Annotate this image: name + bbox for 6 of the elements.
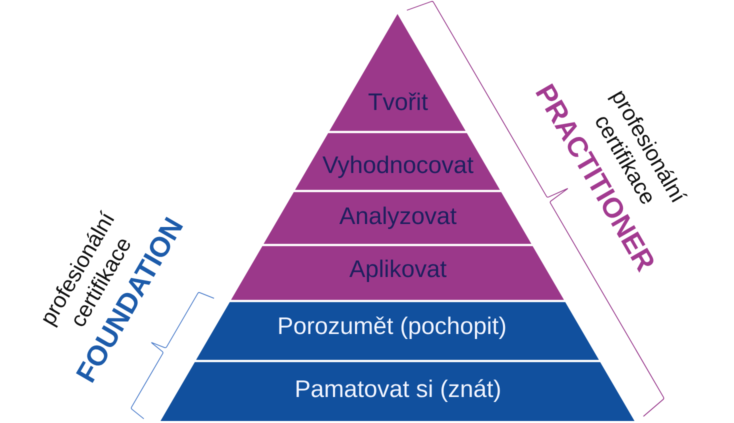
pyramid-level: Porozumět (pochopit) bbox=[196, 302, 599, 360]
pyramid-level: Vyhodnocovat bbox=[295, 133, 500, 190]
pyramid-level: Tvořit bbox=[329, 14, 466, 131]
pyramid-level: Analyzovat bbox=[264, 192, 532, 244]
pyramid-level: Pamatovat si (znát) bbox=[160, 362, 634, 421]
pyramid-level: Aplikovat bbox=[231, 246, 564, 300]
